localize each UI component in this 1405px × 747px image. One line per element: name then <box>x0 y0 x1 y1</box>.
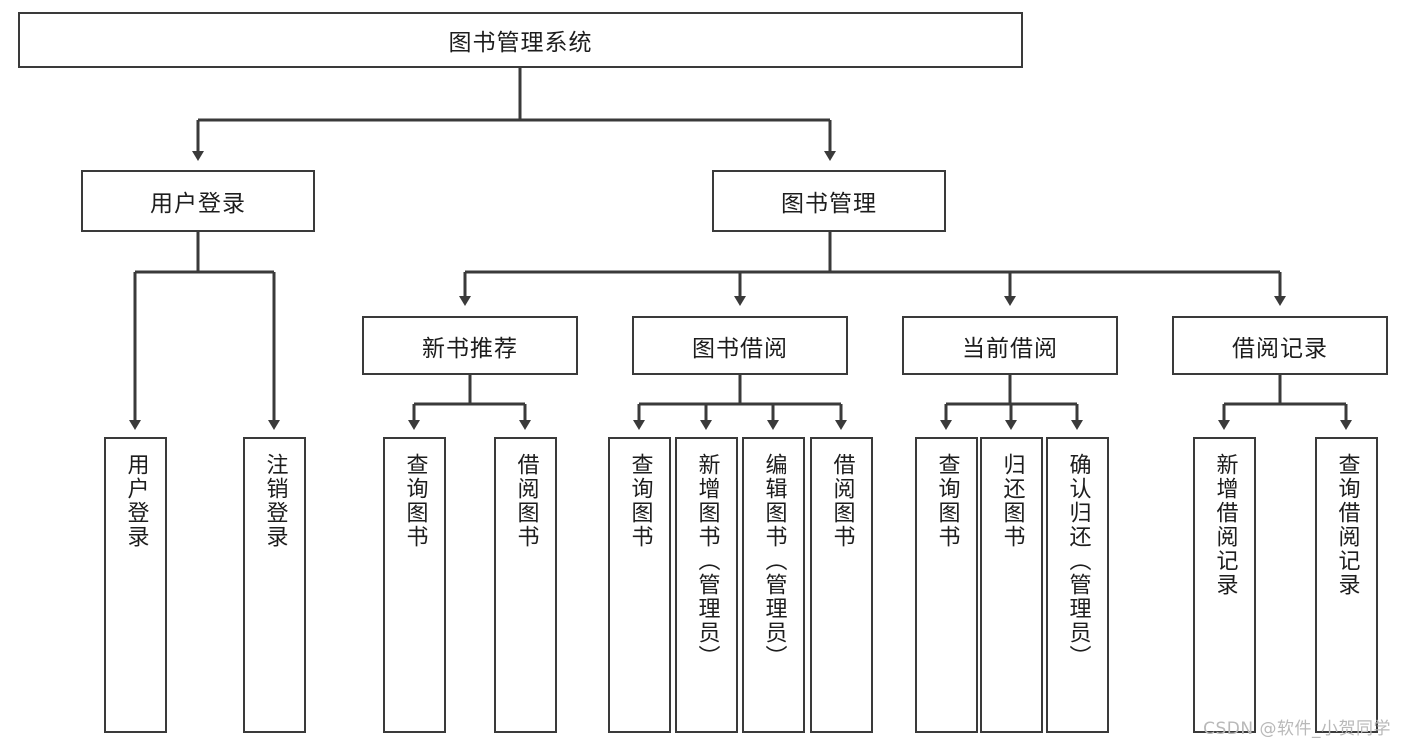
node-leaf-add-book-label: 新增图书（管理员） <box>694 453 720 669</box>
node-new-book-recommend[interactable]: 新书推荐 <box>362 316 578 375</box>
node-leaf-add-book[interactable]: 新增图书（管理员） <box>675 437 738 733</box>
node-leaf-query-book-1[interactable]: 查询图书 <box>383 437 446 733</box>
node-leaf-query-book-2-label: 查询图书 <box>627 453 653 549</box>
node-leaf-borrow-book-1-label: 借阅图书 <box>513 453 539 549</box>
node-leaf-query-book-1-label: 查询图书 <box>402 453 428 549</box>
node-current-borrow-label: 当前借阅 <box>962 335 1058 362</box>
node-leaf-return-book-label: 归还图书 <box>999 453 1025 549</box>
node-current-borrow[interactable]: 当前借阅 <box>902 316 1118 375</box>
node-borrow-record[interactable]: 借阅记录 <box>1172 316 1388 375</box>
node-leaf-query-book-2[interactable]: 查询图书 <box>608 437 671 733</box>
node-leaf-user-logout[interactable]: 注销登录 <box>243 437 306 733</box>
node-leaf-confirm-return-label: 确认归还（管理员） <box>1065 453 1091 669</box>
node-leaf-query-book-3-label: 查询图书 <box>934 453 960 549</box>
node-leaf-borrow-book-2[interactable]: 借阅图书 <box>810 437 873 733</box>
node-leaf-borrow-book-1[interactable]: 借阅图书 <box>494 437 557 733</box>
node-leaf-edit-book-label: 编辑图书（管理员） <box>761 453 787 669</box>
node-leaf-edit-book[interactable]: 编辑图书（管理员） <box>742 437 805 733</box>
node-root-label: 图书管理系统 <box>448 30 593 56</box>
node-book-borrow-label: 图书借阅 <box>692 335 788 362</box>
node-book-management-label: 图书管理 <box>781 191 877 217</box>
node-leaf-user-logout-label: 注销登录 <box>262 453 288 549</box>
node-leaf-user-login-label: 用户登录 <box>123 453 149 549</box>
node-book-borrow[interactable]: 图书借阅 <box>632 316 848 375</box>
node-user-login[interactable]: 用户登录 <box>81 170 315 232</box>
node-new-book-recommend-label: 新书推荐 <box>422 335 518 362</box>
node-leaf-confirm-return[interactable]: 确认归还（管理员） <box>1046 437 1109 733</box>
node-leaf-query-book-3[interactable]: 查询图书 <box>915 437 978 733</box>
node-root[interactable]: 图书管理系统 <box>18 12 1023 68</box>
node-leaf-add-record[interactable]: 新增借阅记录 <box>1193 437 1256 733</box>
node-leaf-borrow-book-2-label: 借阅图书 <box>829 453 855 549</box>
node-user-login-label: 用户登录 <box>150 191 246 217</box>
node-leaf-query-record-label: 查询借阅记录 <box>1334 453 1360 597</box>
node-leaf-add-record-label: 新增借阅记录 <box>1212 453 1238 597</box>
node-borrow-record-label: 借阅记录 <box>1232 335 1328 362</box>
node-leaf-user-login[interactable]: 用户登录 <box>104 437 167 733</box>
node-leaf-return-book[interactable]: 归还图书 <box>980 437 1043 733</box>
node-leaf-query-record[interactable]: 查询借阅记录 <box>1315 437 1378 733</box>
node-book-management[interactable]: 图书管理 <box>712 170 946 232</box>
